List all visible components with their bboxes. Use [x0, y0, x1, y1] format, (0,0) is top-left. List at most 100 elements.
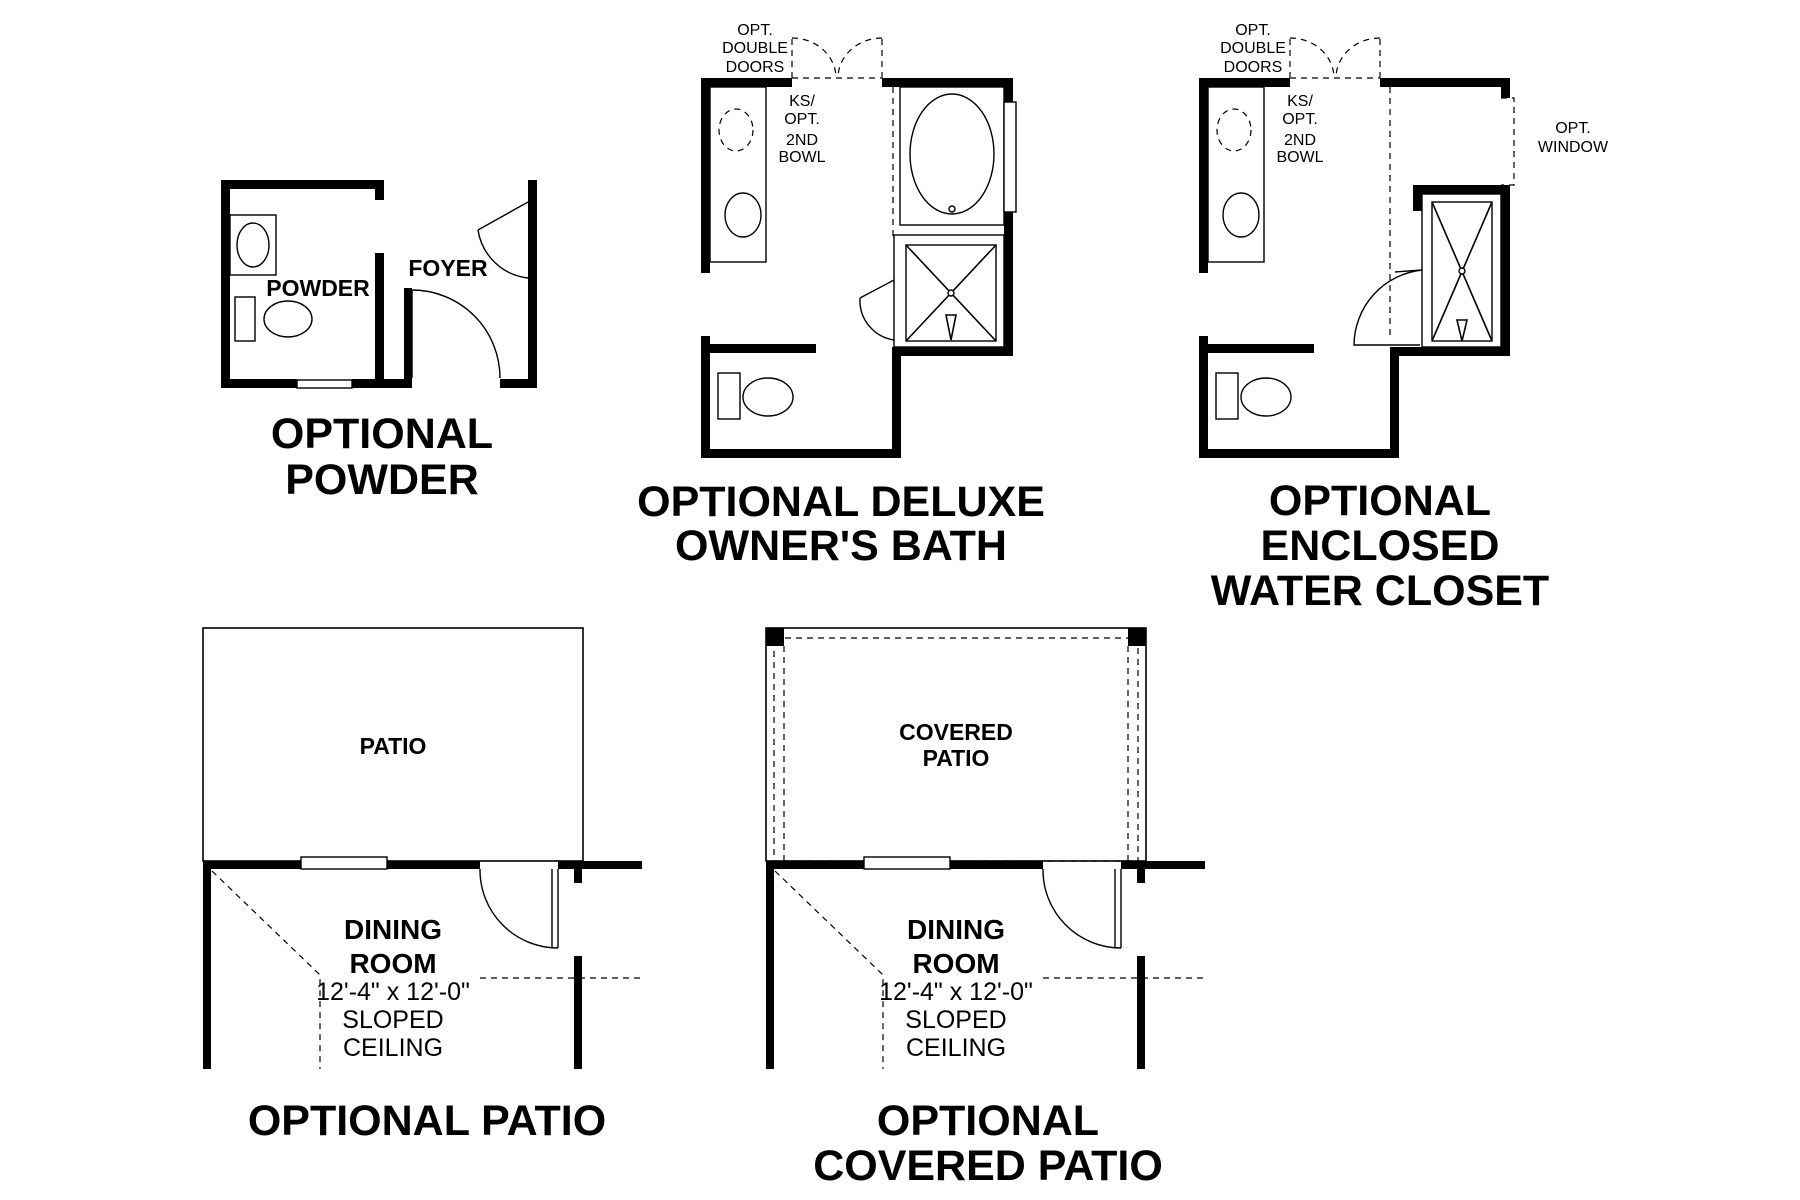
wc-doors-note-2: DOUBLE: [1220, 40, 1286, 57]
wc-shower-bottom-wall: [1390, 347, 1510, 356]
wc-bottom-wall: [1199, 449, 1399, 458]
wc-toilet-top-wall: [1199, 344, 1314, 353]
wc-opt-window: [1501, 97, 1515, 186]
deluxe-shower-door-swing: [859, 297, 895, 341]
covered-title-line2: COVERED PATIO: [813, 1142, 1163, 1190]
wc-vanity: [1207, 86, 1265, 263]
deluxe-bowl-note-3: 2ND: [786, 132, 818, 149]
deluxe-opt-second-sink: [718, 108, 754, 152]
covered-patio-label-1: COVERED: [899, 719, 1013, 745]
wc-toilet-tank: [1215, 372, 1239, 420]
deluxe-tub-drain: [948, 205, 956, 213]
covered-house-wall-right: [1121, 861, 1205, 869]
deluxe-doors-note-3: DOORS: [726, 59, 785, 76]
wc-bowl-note-3: 2ND: [1284, 132, 1316, 149]
deluxe-toilet-bowl: [742, 377, 794, 417]
foyer-left-wall: [404, 288, 412, 388]
covered-patio-label-2: PATIO: [923, 745, 990, 771]
deluxe-right-wall: [1004, 78, 1013, 356]
deluxe-wc-top-wall: [701, 344, 816, 353]
wc-bowl-note-1: KS/: [1287, 93, 1313, 110]
foyer-room-label: FOYER: [408, 255, 488, 281]
patio-room-label: PATIO: [360, 733, 427, 759]
wc-shower-right-wall: [1501, 185, 1510, 356]
powder-top-wall: [221, 180, 384, 189]
deluxe-left-wall-upper: [701, 78, 710, 273]
covered-house-wall-mid: [950, 861, 1043, 869]
wc-opt-double-doors: [1289, 37, 1381, 79]
deluxe-shower-seat: [945, 314, 957, 341]
powder-window: [296, 379, 353, 389]
wc-bowl-note-4: BOWL: [1276, 149, 1323, 166]
deluxe-shower-drain: [947, 289, 955, 297]
wc-title-line3: WATER CLOSET: [1211, 567, 1549, 615]
deluxe-bowl-note-4: BOWL: [778, 149, 825, 166]
deluxe-toilet-tank: [717, 372, 741, 420]
covered-sloped-ceiling-left: [774, 870, 884, 1069]
wc-toilet-bowl: [1240, 377, 1292, 417]
covered-patio-post-left: [766, 628, 784, 646]
deluxe-opt-double-doors: [791, 37, 883, 79]
powder-bottom-wall-mid: [352, 379, 404, 388]
powder-door-leaf: [477, 201, 529, 231]
optional-patio-plan: PATIO DINING ROOM 12'-4" x 12'-0" SLOPED…: [202, 627, 642, 1145]
covered-dining-left-wall: [766, 861, 774, 1069]
wc-window-note-2: WINDOW: [1538, 139, 1609, 156]
deluxe-shower-bottom-wall: [892, 347, 1013, 356]
covered-dining-label-1: DINING: [907, 914, 1005, 945]
covered-dining-right-wall-stub: [1137, 869, 1145, 883]
optional-water-closet-plan: OPT. DOUBLE DOORS KS/ OPT. 2ND BOWL OPT.…: [1199, 22, 1609, 615]
covered-ceiling-label-2: CEILING: [906, 1034, 1006, 1062]
wc-title-line2: ENCLOSED: [1261, 522, 1500, 570]
deluxe-top-wall-right: [882, 78, 1013, 87]
powder-title-line1: OPTIONAL: [271, 410, 493, 458]
patio-house-wall-left: [203, 861, 301, 869]
patio-dining-label-2: ROOM: [349, 948, 436, 979]
wc-top-wall-left: [1199, 78, 1290, 87]
wc-shower-drain: [1458, 267, 1466, 275]
patio-dining-label-1: DINING: [344, 914, 442, 945]
covered-dining-label-2: ROOM: [912, 948, 999, 979]
deluxe-sink: [724, 192, 762, 238]
covered-patio-roof-outline: [773, 637, 1139, 862]
dining-right-wall-stub: [574, 869, 582, 883]
wc-sink: [1222, 192, 1260, 238]
wc-left-wall-upper: [1199, 78, 1208, 273]
foyer-door-swing: [411, 289, 501, 379]
powder-door-swing: [477, 229, 529, 279]
powder-toilet-tank: [234, 296, 256, 342]
optional-covered-patio-plan: COVERED PATIO DINING ROOM 12'-4" x 12'-0…: [765, 627, 1205, 1190]
covered-dining-right-wall: [1137, 956, 1145, 1069]
deluxe-shower-door: [859, 279, 895, 299]
powder-right-wall-stub: [375, 180, 384, 200]
wc-doors-note-3: DOORS: [1224, 59, 1283, 76]
powder-foyer-partition: [375, 253, 384, 388]
wc-shower-seat: [1455, 319, 1469, 342]
wc-top-wall-right: [1380, 78, 1510, 87]
powder-title-line2: POWDER: [285, 456, 479, 504]
deluxe-title-line2: OWNER'S BATH: [675, 522, 1007, 570]
powder-left-wall: [221, 180, 230, 388]
deluxe-right-lower-wall: [892, 347, 901, 458]
deluxe-bowl-note-1: KS/: [789, 93, 815, 110]
covered-title-line1: OPTIONAL: [877, 1097, 1099, 1145]
powder-room-label: POWDER: [266, 275, 370, 301]
foyer-bottom-wall: [500, 379, 537, 388]
covered-patio-post-right: [1128, 628, 1146, 646]
foyer-right-wall: [528, 180, 537, 388]
patio-house-wall-right: [558, 861, 642, 869]
deluxe-title-line1: OPTIONAL DELUXE: [637, 478, 1045, 526]
patio-ceiling-label-1: SLOPED: [342, 1006, 443, 1034]
deluxe-tub: [909, 93, 995, 215]
dining-sloped-ceiling-left: [211, 870, 321, 1069]
wc-right-wall-stub: [1501, 78, 1510, 98]
covered-house-wall-left: [766, 861, 864, 869]
wc-title-line1: OPTIONAL: [1269, 477, 1491, 525]
deluxe-left-wall-lower: [701, 336, 710, 458]
deluxe-top-wall-left: [701, 78, 792, 87]
wc-window-note-1: OPT.: [1555, 120, 1591, 137]
patio-title: OPTIONAL PATIO: [248, 1097, 606, 1145]
deluxe-doors-note-1: OPT.: [737, 22, 773, 39]
patio-ceiling-label-2: CEILING: [343, 1034, 443, 1062]
